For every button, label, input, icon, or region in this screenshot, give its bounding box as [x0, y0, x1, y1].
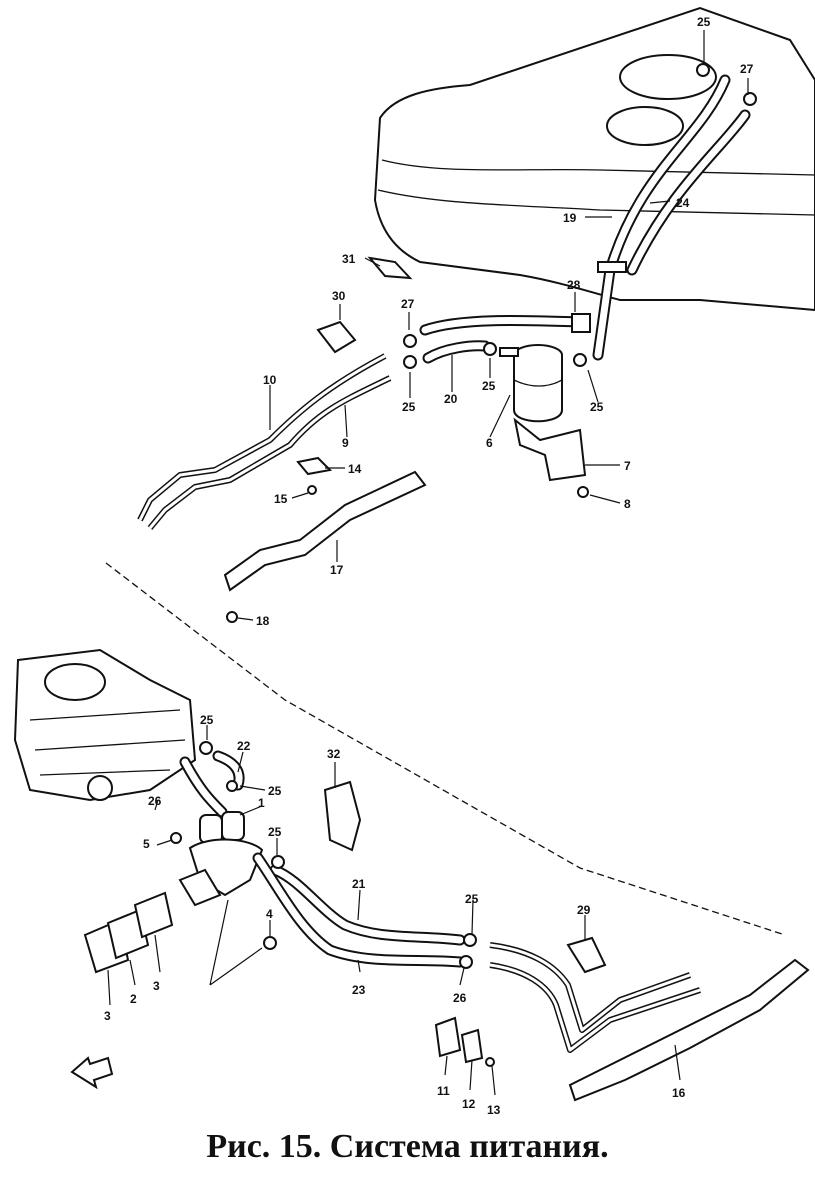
front-arrow-icon [70, 1056, 114, 1090]
label-32: 32 [327, 747, 341, 761]
label-3: 3 [153, 979, 160, 993]
label-31: 31 [342, 252, 356, 266]
label-9: 9 [342, 436, 349, 450]
hoses-21-23 [252, 852, 477, 969]
label-25: 25 [268, 825, 282, 839]
label-25: 25 [590, 400, 604, 414]
label-5: 5 [143, 837, 150, 851]
fuel-filter [499, 344, 587, 482]
hoses-28-20 [419, 313, 591, 364]
label-3: 3 [104, 1009, 111, 1023]
part-labels: 25 27 24 19 31 30 27 28 25 20 25 25 10 9… [104, 15, 754, 1117]
label-30: 30 [332, 289, 346, 303]
guide-line [105, 562, 786, 936]
label-6: 6 [486, 436, 493, 450]
label-12: 12 [462, 1097, 476, 1111]
fuel-pipes-front [489, 942, 701, 1053]
label-15: 15 [274, 492, 288, 506]
label-23: 23 [352, 983, 366, 997]
label-27: 27 [401, 297, 415, 311]
carburetor [13, 648, 197, 802]
label-25: 25 [402, 400, 416, 414]
fuel-system-diagram: 25 27 24 19 31 30 27 28 25 20 25 25 10 9… [13, 6, 815, 1117]
label-24: 24 [676, 196, 690, 210]
label-28: 28 [567, 278, 581, 292]
bracket-16 [568, 958, 810, 1102]
label-8: 8 [624, 497, 631, 511]
label-14: 14 [348, 462, 362, 476]
fuel-pipes-9-10 [137, 353, 392, 530]
label-25: 25 [200, 713, 214, 727]
gaskets [83, 832, 277, 974]
figure-caption: Рис. 15. Система питания. [206, 1128, 609, 1165]
label-25: 25 [482, 379, 496, 393]
small-parts-top [226, 63, 757, 623]
label-1: 1 [258, 796, 265, 810]
label-25: 25 [697, 15, 711, 29]
label-4: 4 [266, 907, 273, 921]
label-7: 7 [624, 459, 631, 473]
leader-lines [107, 30, 749, 1096]
label-16: 16 [672, 1086, 686, 1100]
label-18: 18 [256, 614, 270, 628]
bracket-17 [223, 470, 427, 592]
label-25: 25 [268, 784, 282, 798]
label-21: 21 [352, 877, 366, 891]
label-11: 11 [437, 1084, 450, 1098]
fuel-pump [178, 741, 264, 907]
label-22: 22 [237, 739, 251, 753]
label-17: 17 [330, 563, 344, 577]
label-26: 26 [148, 794, 162, 808]
label-20: 20 [444, 392, 458, 406]
clips-bottom [323, 780, 607, 1067]
label-13: 13 [487, 1103, 501, 1117]
label-27: 27 [740, 62, 754, 76]
label-25: 25 [465, 892, 479, 906]
fuel-tank [373, 6, 815, 312]
label-19: 19 [563, 211, 577, 225]
tank-hoses [592, 74, 751, 361]
label-26: 26 [453, 991, 467, 1005]
label-29: 29 [577, 903, 591, 917]
label-10: 10 [263, 373, 277, 387]
label-2: 2 [130, 992, 137, 1006]
